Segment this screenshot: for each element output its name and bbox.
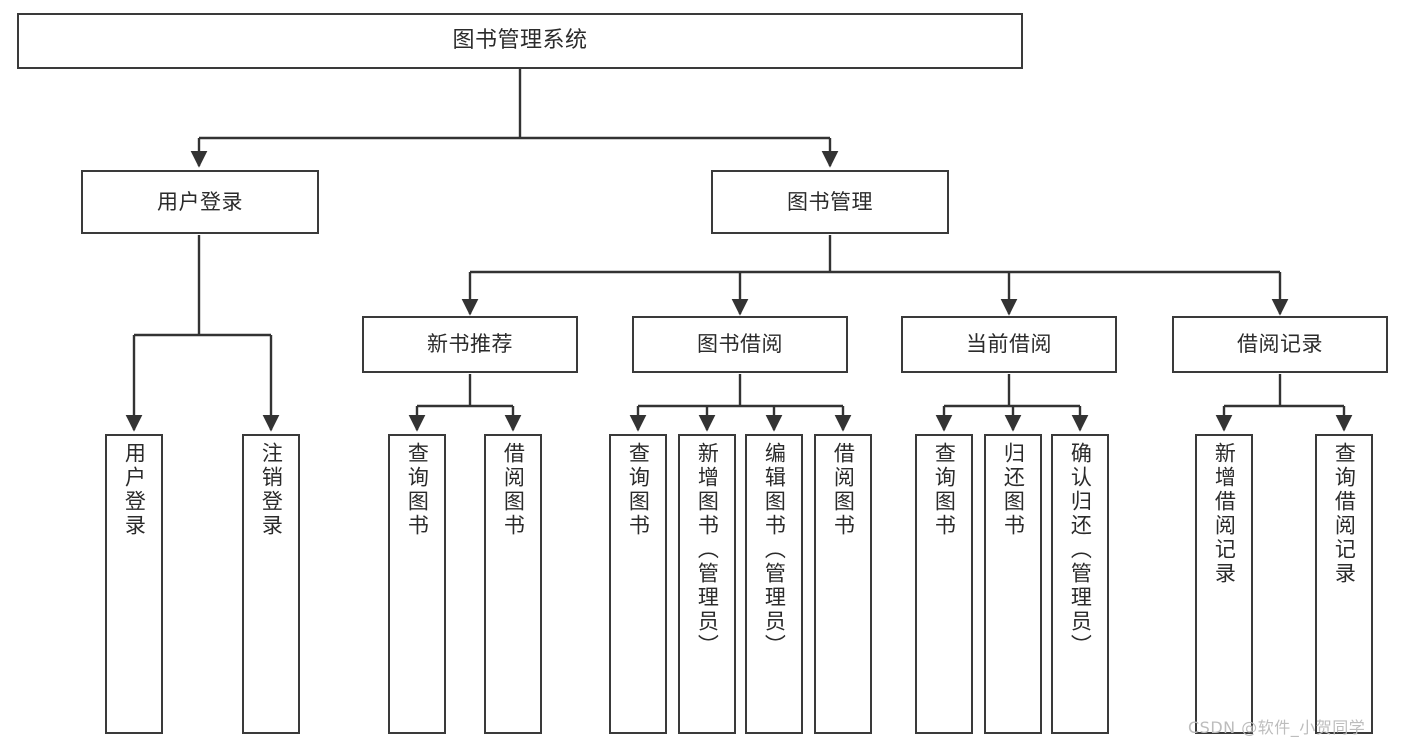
- node-book-borrow[interactable]: 图书借阅: [632, 316, 848, 373]
- node-leaf-recommend-borrow-book[interactable]: 借阅图书: [484, 434, 542, 734]
- node-leaf-borrow-borrow-book[interactable]: 借阅图书: [814, 434, 872, 734]
- node-book-management[interactable]: 图书管理: [711, 170, 949, 234]
- node-leaf-current-query-book[interactable]: 查询图书: [915, 434, 973, 734]
- node-leaf-recommend-query-book[interactable]: 查询图书: [388, 434, 446, 734]
- node-leaf-current-confirm-return[interactable]: 确认归还（管理员）: [1051, 434, 1109, 734]
- node-book-borrow-label: 图书借阅: [697, 332, 783, 357]
- node-leaf-record-query[interactable]: 查询借阅记录: [1315, 434, 1373, 734]
- node-leaf-borrow-edit-book-label: 编辑图书（管理员）: [762, 442, 787, 658]
- node-current-borrow[interactable]: 当前借阅: [901, 316, 1117, 373]
- node-leaf-user-logout-label: 注销登录: [259, 442, 284, 538]
- node-leaf-current-query-book-label: 查询图书: [932, 442, 957, 538]
- node-user-login[interactable]: 用户登录: [81, 170, 319, 234]
- node-user-login-label: 用户登录: [157, 189, 243, 214]
- node-leaf-recommend-borrow-book-label: 借阅图书: [501, 442, 526, 538]
- node-leaf-borrow-borrow-book-label: 借阅图书: [831, 442, 856, 538]
- node-book-management-label: 图书管理: [787, 189, 873, 214]
- node-leaf-user-login[interactable]: 用户登录: [105, 434, 163, 734]
- node-leaf-user-login-label: 用户登录: [122, 442, 147, 538]
- node-leaf-borrow-edit-book[interactable]: 编辑图书（管理员）: [745, 434, 803, 734]
- node-new-book-recommend-label: 新书推荐: [427, 332, 513, 357]
- node-leaf-borrow-add-book[interactable]: 新增图书（管理员）: [678, 434, 736, 734]
- node-leaf-current-confirm-return-label: 确认归还（管理员）: [1068, 442, 1093, 658]
- node-leaf-borrow-query-book-label: 查询图书: [626, 442, 651, 538]
- node-new-book-recommend[interactable]: 新书推荐: [362, 316, 578, 373]
- node-leaf-current-return-book-label: 归还图书: [1001, 442, 1026, 538]
- node-leaf-recommend-query-book-label: 查询图书: [405, 442, 430, 538]
- node-leaf-record-add[interactable]: 新增借阅记录: [1195, 434, 1253, 734]
- node-leaf-record-query-label: 查询借阅记录: [1332, 442, 1357, 586]
- node-leaf-record-add-label: 新增借阅记录: [1212, 442, 1237, 586]
- node-root-system[interactable]: 图书管理系统: [17, 13, 1023, 69]
- node-current-borrow-label: 当前借阅: [966, 332, 1052, 357]
- node-borrow-record[interactable]: 借阅记录: [1172, 316, 1388, 373]
- node-leaf-current-return-book[interactable]: 归还图书: [984, 434, 1042, 734]
- node-leaf-borrow-query-book[interactable]: 查询图书: [609, 434, 667, 734]
- node-leaf-user-logout[interactable]: 注销登录: [242, 434, 300, 734]
- csdn-watermark: CSDN @软件_小贺同学: [1188, 718, 1366, 737]
- node-leaf-borrow-add-book-label: 新增图书（管理员）: [695, 442, 720, 658]
- node-root-system-label: 图书管理系统: [452, 28, 588, 54]
- node-borrow-record-label: 借阅记录: [1237, 332, 1323, 357]
